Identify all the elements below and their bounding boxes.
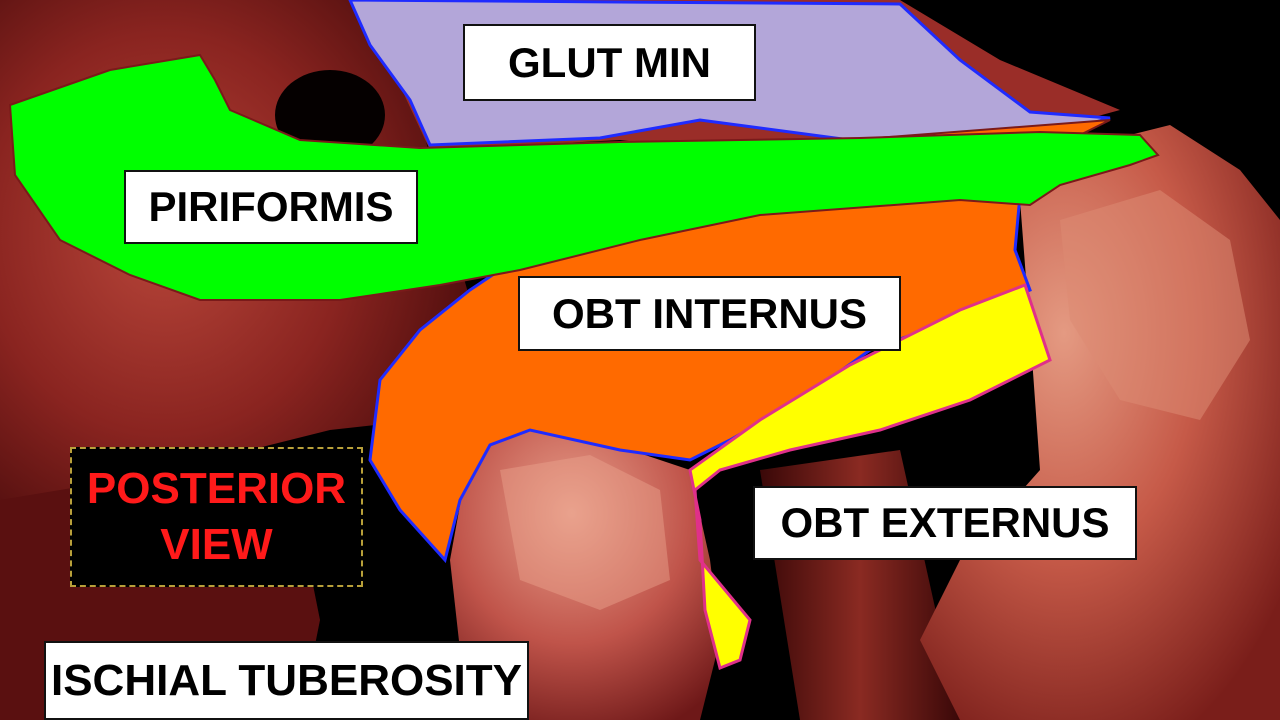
view-caption-line2: VIEW: [160, 520, 273, 569]
view-caption-line1: POSTERIOR: [86, 464, 347, 513]
label-obt-externus: OBT EXTERNUS: [753, 486, 1137, 560]
sciatic-notch: [275, 70, 385, 160]
view-caption-box: POSTERIOR VIEW: [70, 447, 363, 587]
label-obt-internus: OBT INTERNUS: [518, 276, 901, 351]
label-ischial-tuberosity: ISCHIAL TUBEROSITY: [44, 641, 529, 720]
label-glut-min: GLUT MIN: [463, 24, 756, 101]
obturator-externus-muscle: [688, 283, 1052, 671]
trochanter-highlight: [1060, 190, 1250, 420]
label-piriformis: PIRIFORMIS: [124, 170, 418, 244]
ischial-highlight: [500, 455, 670, 610]
